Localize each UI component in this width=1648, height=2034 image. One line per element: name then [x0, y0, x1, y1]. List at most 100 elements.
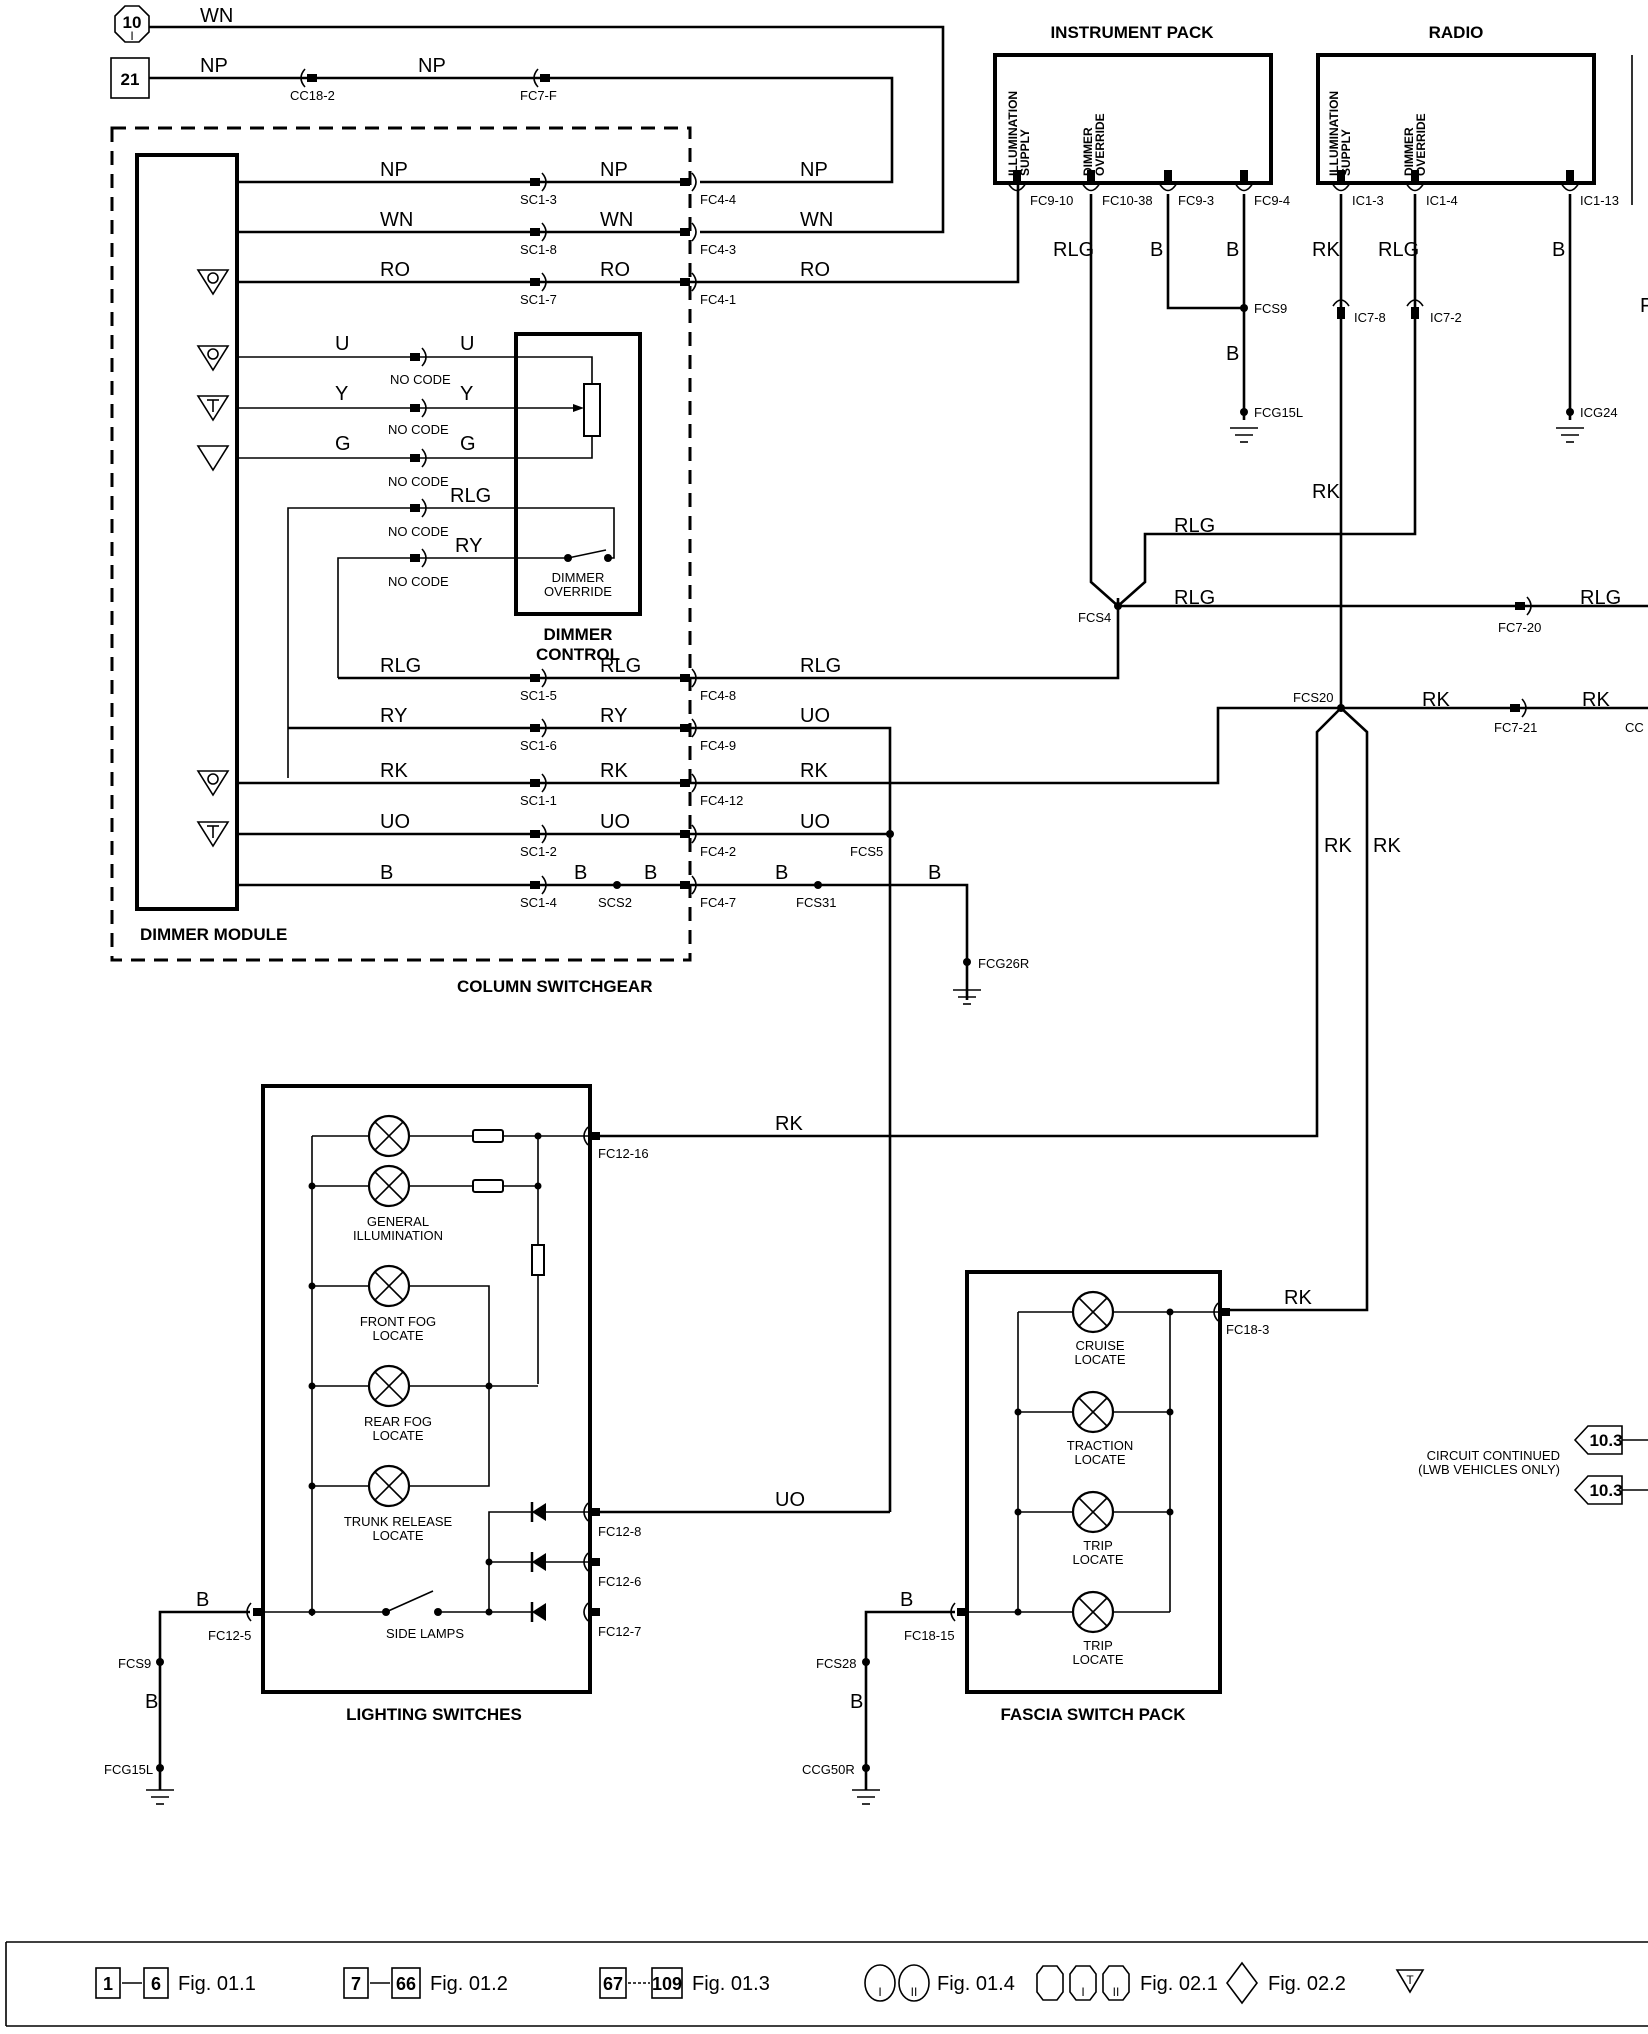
svg-text:SC1-2: SC1-2: [520, 844, 557, 859]
svg-text:SC1-8: SC1-8: [520, 242, 557, 257]
svg-text:RLG: RLG: [800, 655, 841, 677]
svg-text:FC12-16: FC12-16: [598, 1146, 649, 1161]
svg-text:UO: UO: [775, 1489, 805, 1511]
connector-fc7-f: FC7-F: [520, 88, 557, 103]
svg-text:WN: WN: [600, 209, 633, 231]
marker-triangle-t: [196, 395, 230, 422]
svg-text:RO: RO: [800, 259, 830, 281]
svg-text:IC1-4: IC1-4: [1426, 193, 1458, 208]
svg-text:LOCATE: LOCATE: [1074, 1352, 1125, 1367]
svg-text:U: U: [335, 333, 349, 355]
wire-b-ls: [158, 1610, 250, 1790]
legend-item-fig-01-4[interactable]: I II Fig. 01.4: [864, 1964, 1015, 2002]
svg-text:FC4-2: FC4-2: [700, 844, 736, 859]
svg-text:Fig. 01.4: Fig. 01.4: [937, 1973, 1015, 1995]
svg-text:Y: Y: [335, 383, 348, 405]
svg-text:RK: RK: [1284, 1287, 1312, 1309]
radio-pins: [1331, 170, 1580, 192]
instrument-pack[interactable]: [993, 53, 1273, 185]
svg-text:DIMMER: DIMMER: [544, 625, 613, 644]
svg-text:I: I: [1081, 1985, 1084, 1999]
legend-item-fig-02-1[interactable]: I II Fig. 02.1: [1036, 1965, 1218, 2001]
svg-text:RLG: RLG: [450, 485, 491, 507]
svg-text:G: G: [460, 433, 476, 455]
svg-text:LOCATE: LOCATE: [372, 1528, 423, 1543]
dimmer-control[interactable]: [514, 332, 642, 616]
svg-text:RK: RK: [1582, 689, 1610, 711]
continued-ref-b[interactable]: 10.3: [1573, 1475, 1648, 1505]
instrument-pack-label: INSTRUMENT PACK: [1050, 23, 1214, 42]
lighting-switches-label: LIGHTING SWITCHES: [346, 1705, 522, 1724]
svg-text:WN: WN: [200, 5, 233, 27]
legend-item-fig-01-3[interactable]: 67 109 Fig. 01.3: [599, 1967, 770, 1999]
svg-text:FC12-8: FC12-8: [598, 1524, 641, 1539]
lighting-switches[interactable]: [261, 1084, 592, 1694]
wire-wn-top: [149, 25, 945, 234]
svg-text:FC9-3: FC9-3: [1178, 193, 1214, 208]
legend-item-triangle[interactable]: T: [1395, 1969, 1425, 1994]
svg-text:B: B: [850, 1691, 863, 1713]
wire-rk: RK RK RK SC1-1 FC4-12: [237, 706, 1340, 808]
svg-text:B: B: [1226, 343, 1239, 365]
svg-text:FCS5: FCS5: [850, 844, 883, 859]
svg-text:DIMMER: DIMMER: [1081, 127, 1095, 176]
wire-rk-split-left: [590, 707, 1342, 1138]
svg-text:B: B: [380, 862, 393, 884]
wire-rk-split-right: [1228, 707, 1369, 1312]
svg-text:NO CODE: NO CODE: [390, 372, 451, 387]
svg-text:FC7-20: FC7-20: [1498, 620, 1541, 635]
svg-text:FC4-4: FC4-4: [700, 192, 736, 207]
diode-icon: [530, 1600, 548, 1624]
svg-text:NP: NP: [380, 159, 408, 181]
wire-y: Y Y NO CODE: [237, 383, 584, 437]
svg-text:SC1-1: SC1-1: [520, 793, 557, 808]
legend-item-fig-01-2[interactable]: 7 66 Fig. 01.2: [343, 1967, 508, 1999]
svg-text:7: 7: [351, 1974, 361, 1994]
svg-text:RK: RK: [1373, 835, 1401, 857]
ref-10-octagon[interactable]: 10 I: [114, 5, 150, 43]
svg-text:FCS9: FCS9: [1254, 301, 1287, 316]
fascia-switch-pack[interactable]: [965, 1270, 1222, 1694]
radio[interactable]: [1316, 53, 1596, 185]
svg-text:FCG15L: FCG15L: [1254, 405, 1303, 420]
svg-text:SCS2: SCS2: [598, 895, 632, 910]
svg-text:SUPPLY: SUPPLY: [1018, 129, 1032, 176]
marker-triangle-o: [196, 345, 230, 372]
svg-text:UO: UO: [800, 811, 830, 833]
ref-21-box[interactable]: 21: [110, 57, 150, 99]
radio-label: RADIO: [1429, 23, 1484, 42]
svg-text:RO: RO: [600, 259, 630, 281]
svg-text:OVERRIDE: OVERRIDE: [1414, 113, 1428, 176]
svg-text:RLG: RLG: [1053, 239, 1094, 261]
svg-text:FC12-5: FC12-5: [208, 1628, 251, 1643]
svg-text:ICG24: ICG24: [1580, 405, 1618, 420]
svg-text:CCG50R: CCG50R: [802, 1762, 855, 1777]
svg-text:B: B: [928, 862, 941, 884]
svg-text:FCG15L: FCG15L: [104, 1762, 153, 1777]
svg-text:RK: RK: [775, 1113, 803, 1135]
svg-text:10.3: 10.3: [1589, 1431, 1622, 1450]
svg-text:SUPPLY: SUPPLY: [1339, 129, 1353, 176]
svg-text:II: II: [1113, 1985, 1120, 1999]
continued-ref-a[interactable]: 10.3: [1573, 1425, 1648, 1455]
dimmer-override-switch[interactable]: DIMMER OVERRIDE: [544, 549, 612, 599]
svg-text:NO CODE: NO CODE: [388, 474, 449, 489]
svg-text:Fig. 02.2: Fig. 02.2: [1268, 1973, 1346, 1995]
svg-text:B: B: [644, 862, 657, 884]
svg-text:FC7-21: FC7-21: [1494, 720, 1537, 735]
svg-text:GENERAL: GENERAL: [367, 1214, 429, 1229]
legend-item-fig-01-1[interactable]: 1 6 Fig. 01.1: [95, 1967, 256, 1999]
svg-text:FC12-6: FC12-6: [598, 1574, 641, 1589]
svg-text:FC4-7: FC4-7: [700, 895, 736, 910]
side-lamps-switch[interactable]: [382, 1590, 442, 1616]
legend-item-fig-02-2[interactable]: Fig. 02.2: [1226, 1961, 1346, 2005]
svg-text:RK: RK: [800, 760, 828, 782]
svg-text:RLG: RLG: [600, 655, 641, 677]
wire-np: NP NP NP SC1-3 FC4-4: [237, 159, 828, 207]
svg-text:TRIP: TRIP: [1083, 1638, 1113, 1653]
svg-text:UO: UO: [800, 705, 830, 727]
svg-text:FC4-1: FC4-1: [700, 292, 736, 307]
dimmer-module[interactable]: [135, 153, 239, 911]
svg-text:FCG26R: FCG26R: [978, 956, 1029, 971]
potentiometer: [583, 383, 601, 437]
